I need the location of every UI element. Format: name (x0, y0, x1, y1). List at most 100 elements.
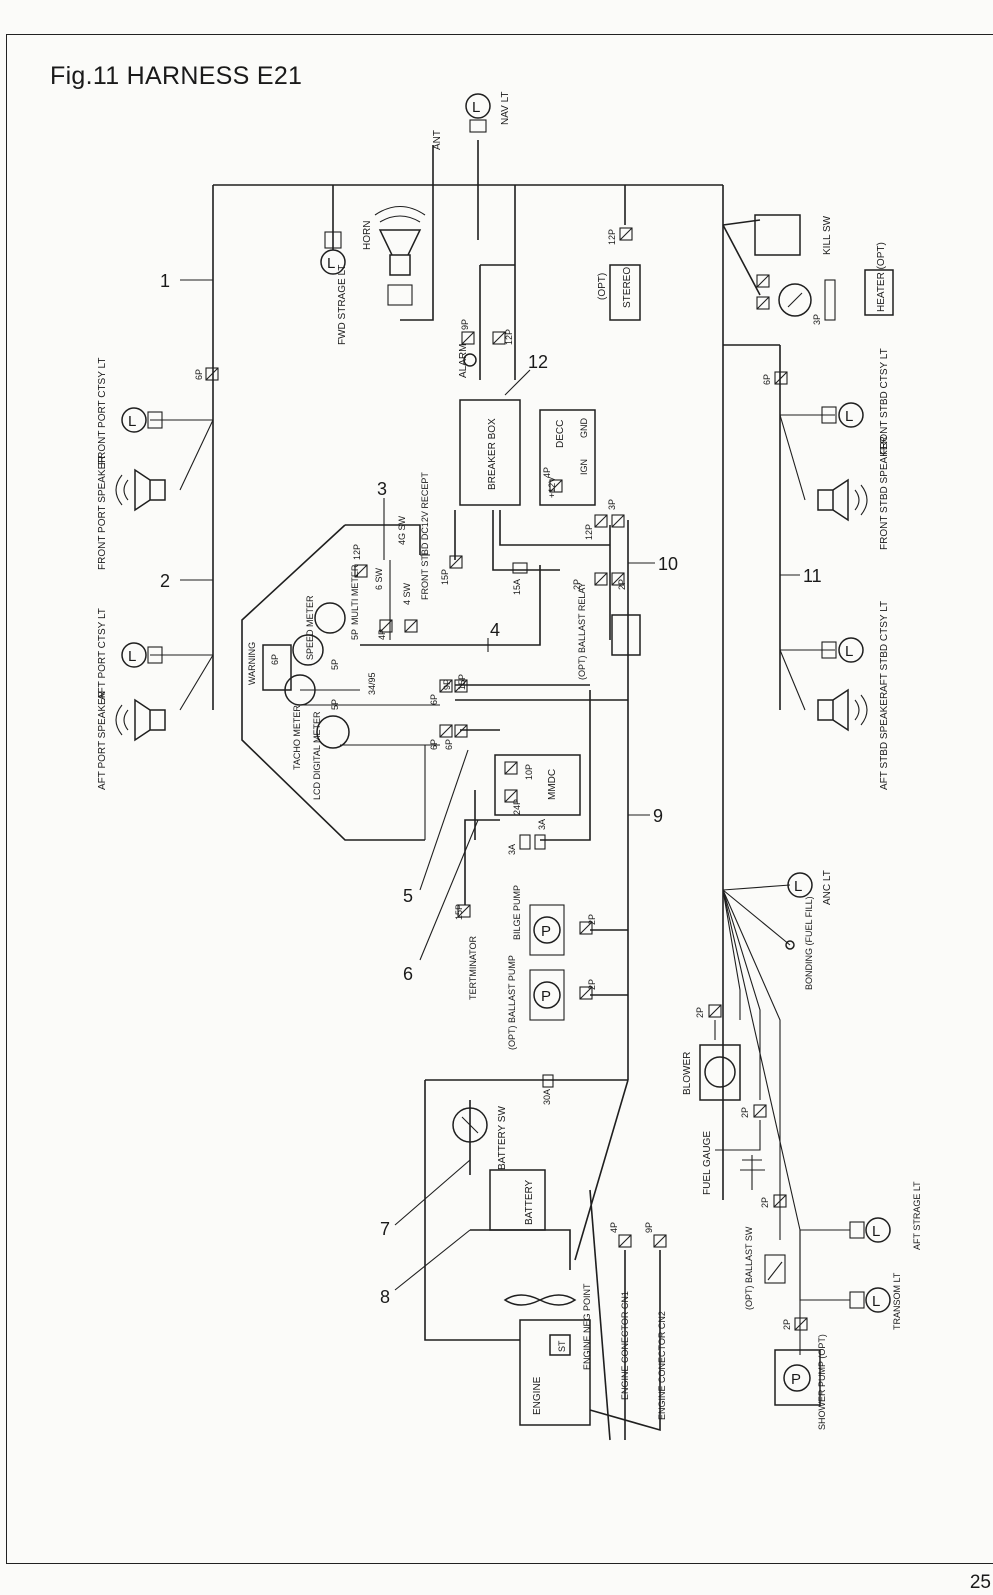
dc12v-recept-label: FRONT STBD DC12V RECEPT (420, 472, 430, 600)
component-boxes (262, 214, 894, 1426)
stereo-box (609, 264, 641, 321)
svg-text:15A: 15A (512, 579, 522, 595)
svg-text:L: L (845, 408, 853, 425)
decc-box (539, 409, 596, 506)
shower-pump-icon (783, 1364, 811, 1392)
tacho-meter-gauge (284, 674, 316, 706)
aft-stbd-speaker-label: AFT STBD SPEAKER (879, 692, 890, 790)
battery-sw-icon (452, 1107, 488, 1143)
blower-fan-icon (704, 1056, 736, 1088)
speed-meter-gauge (292, 634, 324, 666)
engine-conector-cn1-label: ENGINE CONECTOR CN1 (620, 1291, 630, 1400)
fuse-3a-left (519, 834, 531, 850)
warning-box (262, 644, 292, 691)
callout-2: 2 (160, 571, 170, 591)
callout-12: 12 (528, 352, 548, 372)
fuse-3a-right (534, 834, 546, 850)
ballast-pump-icon (533, 981, 561, 1009)
svg-text:6P: 6P (444, 739, 454, 750)
alarm-icon (463, 353, 477, 367)
engine-label: ENGINE (532, 1376, 543, 1415)
terminator-label: TERTMINATOR (468, 935, 478, 1000)
transom-lt-label: TRANSOM LT (892, 1272, 902, 1330)
aft-port-speaker-label: AFT PORT SPEAKER (97, 691, 108, 790)
svg-text:9P: 9P (460, 319, 470, 330)
svg-text:4P: 4P (609, 1222, 619, 1233)
front-port-ctsy-lt-label: FRONT PORT CTSY LT (97, 358, 108, 465)
nav-lt-lamp-icon: L (465, 93, 491, 133)
fwd-strage-lt-lamp-icon: L (320, 231, 346, 275)
svg-text:L: L (845, 643, 853, 660)
front-port-speaker-icon (115, 468, 166, 512)
svg-text:2P: 2P (572, 579, 582, 590)
labels: NAV LT ANT FWD STRAGE LT HORN STEREO (OP… (97, 91, 922, 1430)
front-stbd-speaker-icon (817, 478, 868, 522)
svg-text:12P: 12P (504, 329, 514, 345)
gauges: P P P (284, 283, 812, 1392)
ballast-sw-icon (764, 1254, 786, 1284)
svg-text:15P: 15P (440, 569, 450, 585)
svg-text:L: L (472, 99, 480, 116)
svg-text:3P: 3P (607, 499, 617, 510)
svg-text:L: L (794, 878, 802, 895)
aft-port-ctsy-lt-label: AFT PORT CTSY LT (97, 608, 108, 700)
aft-stbd-ctsy-lt-label: AFT STBD CTSY LT (879, 601, 890, 692)
ballast-pump-label: (OPT) BALLAST PUMP (507, 955, 517, 1050)
ballast-relay-label: (OPT) BALLAST RELAY (577, 582, 587, 680)
sw-4g-label: 4G SW (397, 515, 407, 545)
figure-title: Fig.11 HARNESS E21 (50, 62, 303, 90)
svg-text:4P: 4P (542, 467, 552, 478)
breaker-box (459, 399, 521, 506)
page-number: 25 (969, 1572, 991, 1593)
horn-label: HORN (362, 221, 373, 250)
ballast-sw-label: (OPT) BALLAST SW (744, 1226, 754, 1310)
callout-1: 1 (160, 271, 170, 291)
svg-text:P: P (541, 923, 551, 940)
svg-text:3A: 3A (507, 844, 517, 855)
callout-3: 3 (377, 479, 387, 499)
svg-text:3P: 3P (812, 314, 822, 325)
blower-box (699, 1044, 741, 1101)
svg-text:5P: 5P (330, 699, 340, 710)
svg-text:P: P (791, 1371, 801, 1388)
battery-label: BATTERY (524, 1179, 535, 1225)
svg-text:2P: 2P (587, 914, 597, 925)
speed-meter-label: SPEED METER (305, 595, 315, 660)
connector-labels: 6P 6P 12P 9P 12P 15P 12P 4P 5P 5P 5P 6P … (194, 229, 822, 1330)
fuse-labels: 15A 3A 3A 30A (507, 579, 552, 1105)
multi-meter-label: MULTI METER (350, 564, 360, 625)
engine-conector-cn2-label: ENGINE CONECTOR CN2 (657, 1311, 667, 1420)
svg-text:P: P (541, 988, 551, 1005)
speakers (115, 205, 868, 742)
front-stbd-ctsy-lt-lamp-icon: L (821, 402, 864, 428)
page-frame (6, 34, 993, 1564)
breaker-box-label: BREAKER BOX (487, 418, 498, 490)
engine-neg-point-label: ENGINE NEG POINT (582, 1283, 592, 1370)
tacho-meter-label: TACHO METER (292, 705, 302, 770)
svg-text:5P: 5P (330, 659, 340, 670)
aft-port-speaker-icon (115, 698, 166, 742)
svg-text:6P: 6P (194, 369, 204, 380)
fuses (512, 562, 554, 1088)
svg-text:6P: 6P (429, 739, 439, 750)
svg-text:L: L (327, 255, 335, 272)
svg-text:2P: 2P (740, 1107, 750, 1118)
aft-stbd-ctsy-lt-lamp-icon: L (821, 637, 864, 663)
callout-4: 4 (490, 620, 500, 640)
svg-text:2P: 2P (695, 1007, 705, 1018)
callouts: 1 2 3 4 5 6 7 8 9 10 11 12 (160, 271, 822, 1307)
warning-label: WARNING (247, 642, 257, 685)
anc-lt-label: ANC LT (822, 870, 833, 905)
lcd-digital-meter-label: LCD DIGITAL METER (312, 711, 322, 800)
svg-text:6P: 6P (270, 654, 280, 665)
fuse-30a (542, 1074, 554, 1088)
alarm-label: ALARM (458, 344, 469, 378)
ant-label: ANT (432, 130, 443, 150)
svg-text:4P: 4P (377, 629, 387, 640)
svg-text:9P: 9P (442, 679, 452, 690)
fuel-gauge-label: FUEL GAUGE (702, 1131, 713, 1195)
svg-text:30A: 30A (542, 1089, 552, 1105)
svg-text:2P: 2P (760, 1197, 770, 1208)
nav-lt-label: NAV LT (500, 91, 511, 125)
